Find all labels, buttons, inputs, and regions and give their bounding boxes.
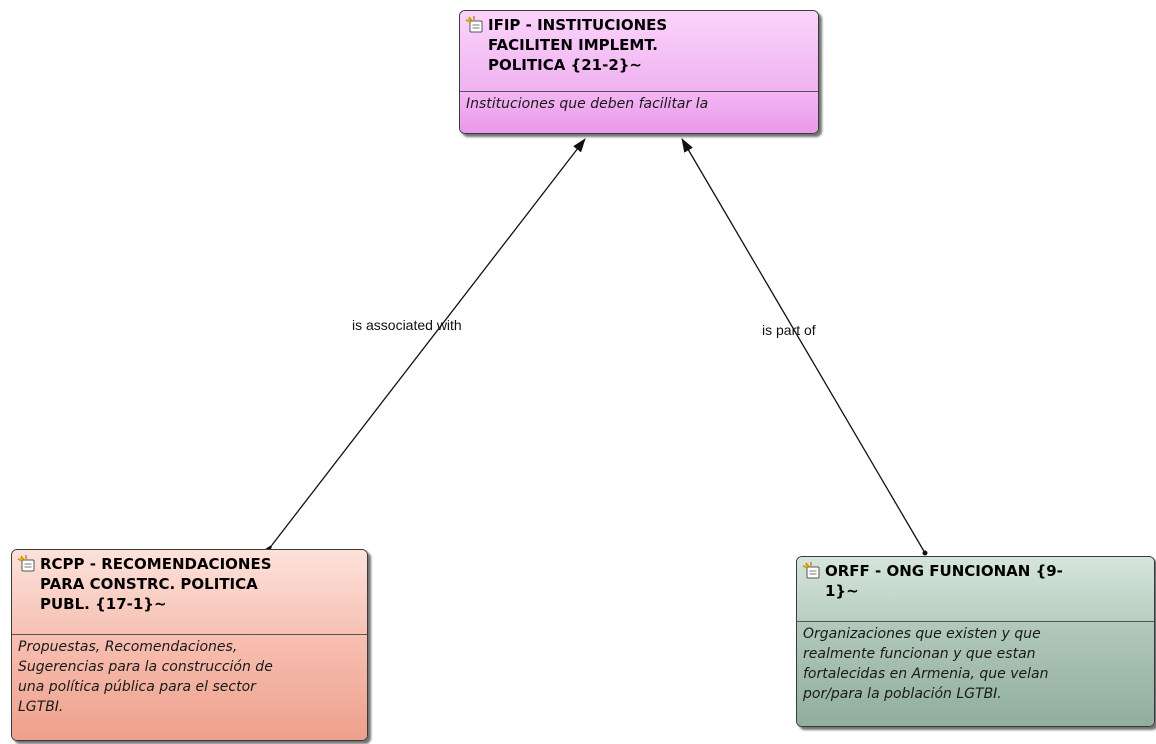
node-ifip-title: IFIP - INSTITUCIONES FACILITEN IMPLEMT. … xyxy=(488,16,668,74)
link-label-associated[interactable]: is associated with xyxy=(352,317,462,333)
node-orff-title: ORFF - ONG FUNCIONAN {9- 1}~ xyxy=(825,562,1063,600)
node-rcpp[interactable]: RCPP - RECOMENDACIONES PARA CONSTRC. POL… xyxy=(11,549,368,741)
code-node-icon xyxy=(17,555,35,572)
node-rcpp-header: RCPP - RECOMENDACIONES PARA CONSTRC. POL… xyxy=(12,550,367,634)
link-line-part-of[interactable] xyxy=(681,138,926,554)
link-line-associated[interactable] xyxy=(260,138,586,559)
node-orff[interactable]: ORFF - ONG FUNCIONAN {9- 1}~ Organizacio… xyxy=(796,556,1155,727)
node-ifip-comment: Instituciones que deben facilitar la xyxy=(460,91,818,133)
link-label-part-of[interactable]: is part of xyxy=(762,322,816,338)
code-node-icon xyxy=(802,562,820,579)
node-ifip-header: IFIP - INSTITUCIONES FACILITEN IMPLEMT. … xyxy=(460,11,818,91)
node-orff-comment: Organizaciones que existen y que realmen… xyxy=(797,621,1154,726)
node-rcpp-title: RCPP - RECOMENDACIONES PARA CONSTRC. POL… xyxy=(40,555,272,613)
node-rcpp-comment: Propuestas, Recomendaciones, Sugerencias… xyxy=(12,634,367,740)
node-ifip[interactable]: IFIP - INSTITUCIONES FACILITEN IMPLEMT. … xyxy=(459,10,819,134)
link-origin-dot xyxy=(922,550,928,556)
code-node-icon xyxy=(465,16,483,33)
node-orff-header: ORFF - ONG FUNCIONAN {9- 1}~ xyxy=(797,557,1154,621)
